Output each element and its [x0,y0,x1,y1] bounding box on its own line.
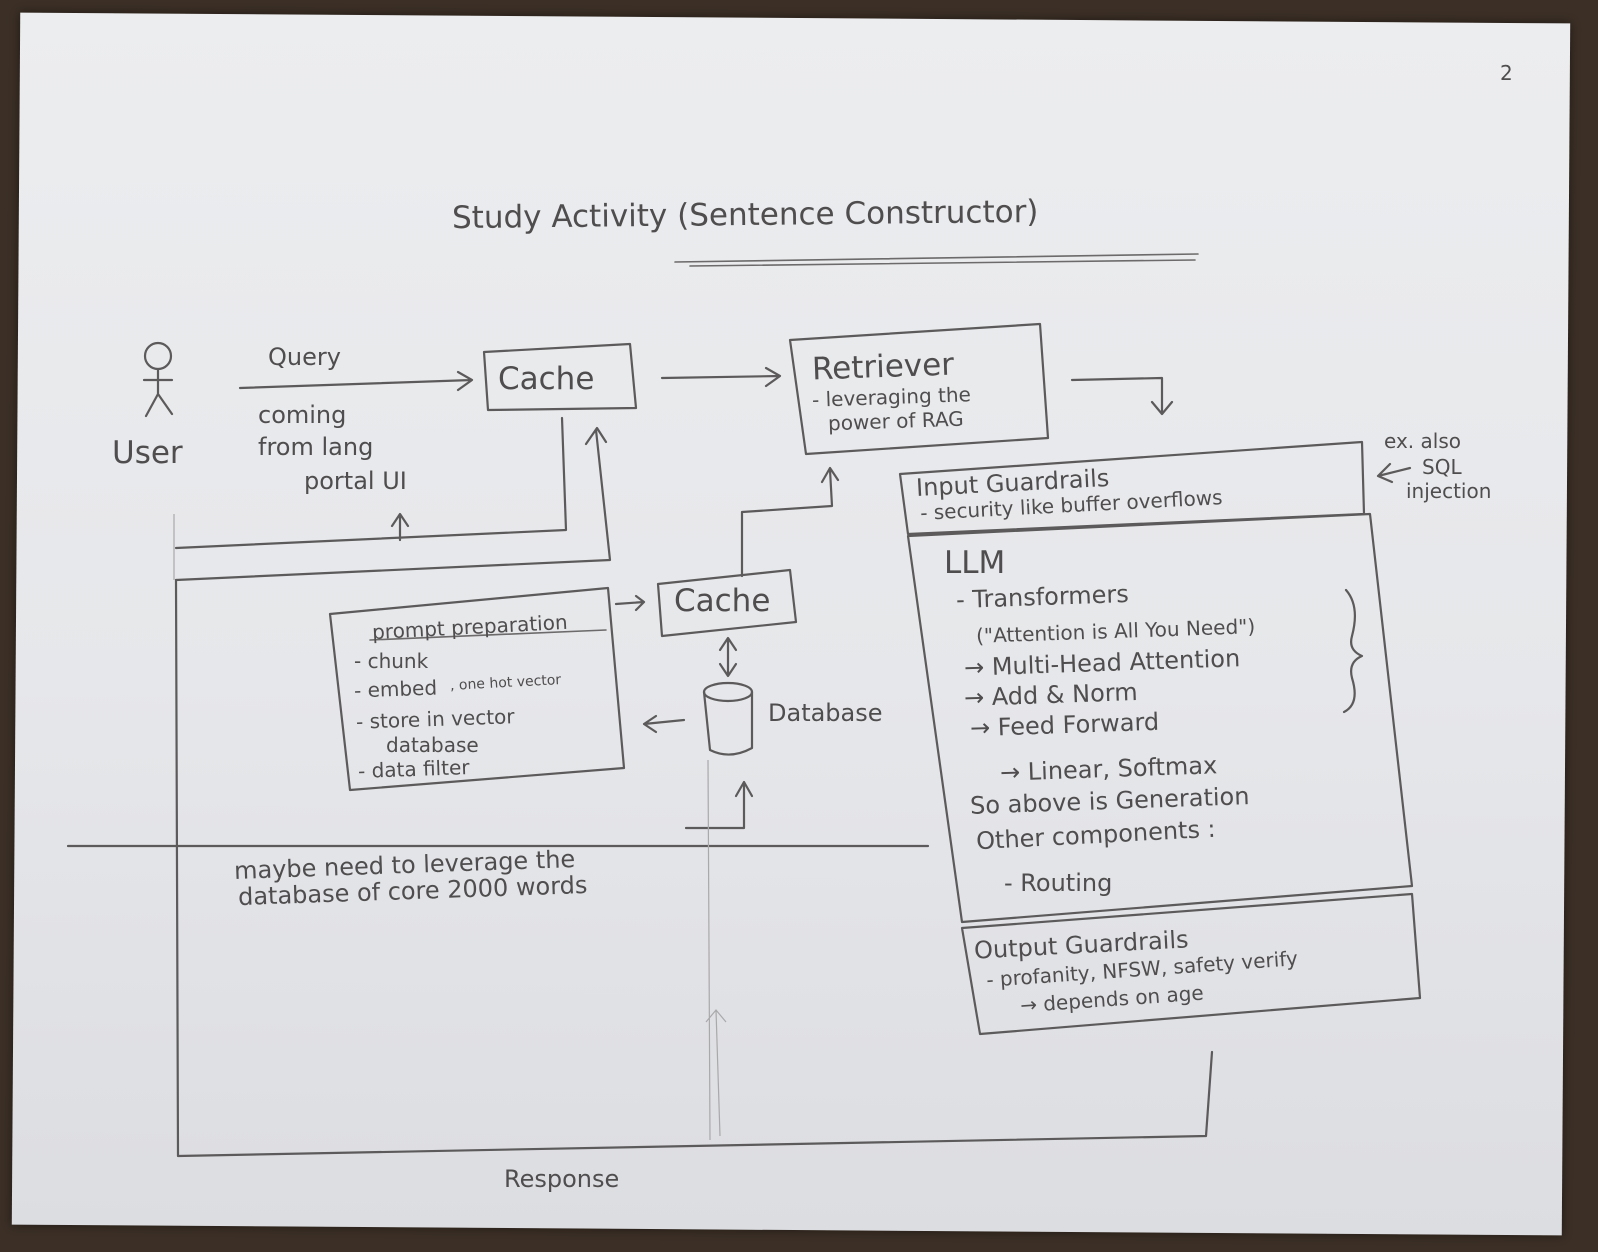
side-note-arrow [1376,462,1412,484]
prompt-prep-item-2: - embed [353,675,438,703]
side-note-line-2: SQL [1422,455,1462,479]
llm-line-1: - Transformers [955,579,1130,615]
query-note-line-1: coming [258,401,347,429]
query-note-line-2: from lang [258,433,374,461]
output-guardrails-box [960,892,1422,1036]
cache-database-arrow [718,636,738,678]
retriever-note-line-2: power of RAG [827,406,965,436]
prompt-prep-item-1: - chunk [354,649,429,673]
loop-top-line [174,426,612,582]
side-note-line-3: injection [1406,479,1492,503]
page-title: Study Activity (Sentence Constructor) [451,193,1039,237]
retriever-box [788,322,1050,456]
prompt-prep-item-4: database [386,733,479,757]
cache-mid-label: Cache [674,583,771,619]
prep-to-cache-arrow [614,594,646,612]
user-stick-figure [142,341,174,418]
database-label: Database [768,699,883,727]
divider-to-database-arrow [684,780,754,830]
query-label: Query [268,343,341,371]
faint-guide-lines [173,514,727,1141]
title-underline [674,253,1199,267]
prompt-prep-item-3: - store in vector [355,704,515,734]
retriever-title: Retriever [811,346,955,388]
llm-line-9: - Routing [1004,869,1113,897]
cache-mid-box [656,568,798,638]
database-to-prep-arrow [642,714,686,734]
cache-to-retriever-arrow [660,366,782,388]
llm-line-4: → Add & Norm [963,677,1139,713]
prompt-prep-item-5: - data filter [357,755,470,783]
retriever-to-guardrails-arrow [1070,376,1174,416]
prompt-prep-box [328,586,626,792]
query-note-line-3: portal UI [304,467,407,495]
outer-loop-rect [174,578,1214,1158]
prompt-prep-underline [369,629,607,641]
response-label: Response [504,1165,620,1193]
response-return-line [174,416,568,550]
llm-box [906,512,1414,924]
side-note-line-1: ex. also [1384,429,1461,453]
cache-to-retriever-up-arrow [740,466,840,578]
cache-top-label: Cache [498,361,595,397]
page-number: 2 [1500,61,1513,85]
cache-top-box [482,342,638,412]
query-arrow [238,370,474,392]
user-label: User [112,435,183,471]
llm-brace [1342,588,1364,714]
database-cylinder [702,681,754,756]
llm-title: LLM [944,545,1006,581]
